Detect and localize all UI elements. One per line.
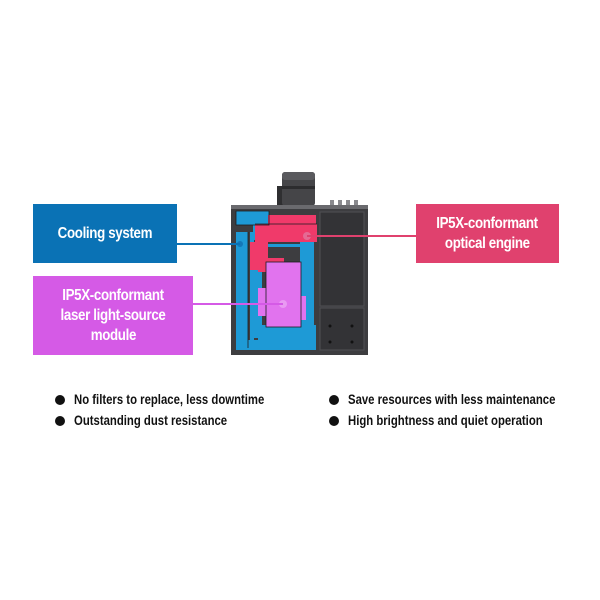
callout-line: optical engine [445, 234, 530, 252]
feature-text: High brightness and quiet operation [348, 413, 543, 428]
feature-item: Save resources with less maintenance [329, 389, 595, 410]
optical-engine-callout: IP5X-conformant optical engine [416, 204, 559, 263]
bullet-icon [55, 415, 65, 426]
lens [277, 172, 315, 206]
callout-line: laser light-source [60, 306, 166, 324]
callout-line: module [90, 326, 136, 344]
optical-leader-line [307, 235, 416, 237]
laser-module-callout: IP5X-conformant laser light-source modul… [33, 276, 193, 355]
laser-anchor-dot [279, 300, 287, 308]
cooling-anchor-dot [237, 241, 243, 247]
bullet-icon [329, 394, 339, 405]
feature-list-left: No filters to replace, less downtime Out… [55, 389, 301, 431]
laser-module-region [258, 262, 306, 327]
feature-item: High brightness and quiet operation [329, 410, 595, 431]
callout-line: IP5X-conformant [62, 286, 164, 304]
feature-list-right: Save resources with less maintenance Hig… [329, 389, 595, 431]
bullet-icon [55, 394, 65, 405]
feature-item: No filters to replace, less downtime [55, 389, 301, 410]
bullet-icon [329, 415, 339, 426]
feature-text: Save resources with less maintenance [348, 392, 556, 407]
callout-line: IP5X-conformant [436, 214, 539, 232]
feature-item: Outstanding dust resistance [55, 410, 301, 431]
internal-structure-lines [235, 210, 317, 348]
feature-text: Outstanding dust resistance [74, 413, 228, 428]
cooling-leader-line [177, 243, 240, 245]
callout-line: Cooling system [57, 224, 153, 242]
laser-leader-line [193, 303, 283, 305]
cooling-system-callout: Cooling system [33, 204, 177, 263]
feature-text: No filters to replace, less downtime [74, 392, 265, 407]
